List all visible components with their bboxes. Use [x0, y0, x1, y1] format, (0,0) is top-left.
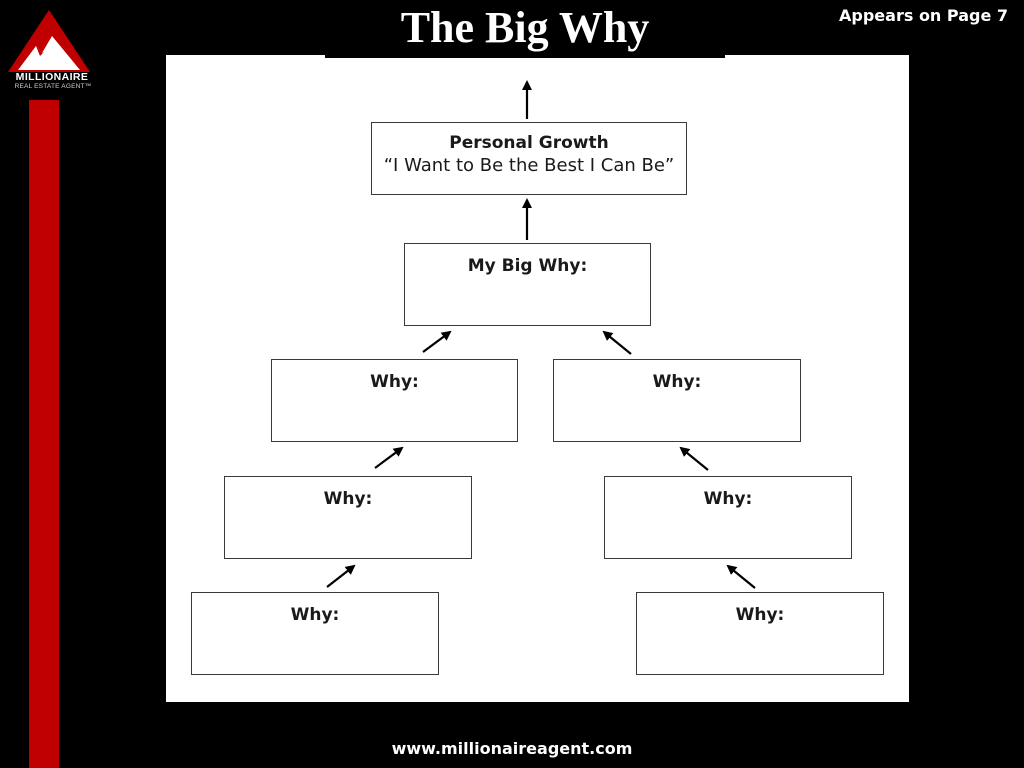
arrow-right-level-3	[726, 564, 756, 589]
why-label: Why:	[323, 489, 373, 509]
big-why-box: My Big Why:	[404, 243, 651, 326]
page-reference: Appears on Page 7	[839, 6, 1008, 25]
logo-name: MILLIONAIRE	[15, 71, 89, 83]
title-band	[325, 0, 725, 58]
mountain-logo-icon	[8, 10, 90, 72]
arrow-right-level-2	[679, 446, 709, 471]
arrow-left-to-big-why	[422, 330, 452, 353]
page-title: The Big Why	[400, 3, 650, 52]
why-label: Why:	[290, 605, 340, 625]
personal-growth-box: Personal Growth “I Want to Be the Best I…	[371, 122, 687, 195]
left-why-box-1: Why:	[271, 359, 518, 442]
left-why-box-3: Why:	[191, 592, 439, 675]
arrow-left-level-3	[326, 564, 356, 588]
red-side-bar	[29, 100, 59, 768]
personal-growth-title: Personal Growth	[449, 133, 609, 153]
why-label: Why:	[652, 372, 702, 392]
right-why-box-1: Why:	[553, 359, 801, 442]
millionaire-logo: MILLIONAIRE REAL ESTATE AGENT™	[6, 8, 92, 90]
why-label: Why:	[735, 605, 785, 625]
right-why-box-3: Why:	[636, 592, 884, 675]
arrow-right-to-big-why	[602, 330, 632, 355]
arrow-left-level-2	[374, 446, 404, 469]
right-why-box-2: Why:	[604, 476, 852, 559]
left-why-box-2: Why:	[224, 476, 472, 559]
why-label: Why:	[703, 489, 753, 509]
logo-subtitle: REAL ESTATE AGENT™	[14, 83, 92, 90]
big-why-label: My Big Why:	[467, 256, 588, 276]
personal-growth-quote: “I Want to Be the Best I Can Be”	[383, 155, 675, 176]
footer-url: www.millionaireagent.com	[391, 739, 633, 758]
why-label: Why:	[370, 372, 419, 392]
